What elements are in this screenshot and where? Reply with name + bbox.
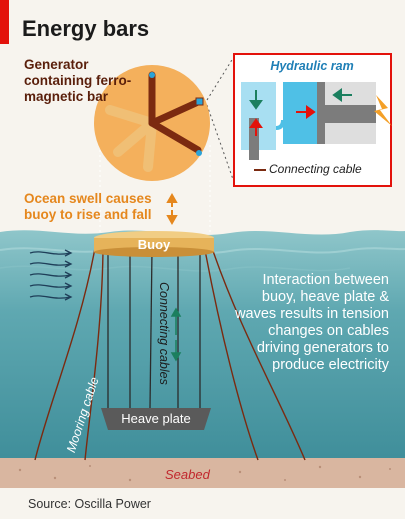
generator-circle	[94, 65, 210, 181]
ocean-wave-line	[0, 265, 351, 272]
inset-guide-lines	[206, 54, 236, 186]
tension-arrows	[170, 307, 182, 362]
connecting-cables	[107, 249, 201, 409]
buoy-label: Buoy	[137, 237, 171, 252]
hydraulic-ram-inset	[233, 53, 392, 187]
heave-plate-label: Heave plate	[121, 411, 191, 426]
guide-lines	[99, 145, 211, 235]
swell-label: Ocean swell causes buoy to rise and fall	[24, 191, 152, 222]
swell-arrows	[166, 192, 178, 226]
buoy	[94, 231, 214, 257]
seabed-speckle	[18, 465, 391, 482]
connecting-cable-label: Connecting cable	[269, 162, 362, 176]
connecting-cables-label: Connecting cables	[157, 282, 171, 385]
wave-arrows	[29, 249, 73, 301]
mooring-cables	[34, 247, 306, 461]
heave-plate	[101, 408, 211, 430]
seabed	[0, 458, 405, 488]
ocean-surface-wave	[0, 247, 405, 254]
generator-label: Generator containing ferro-magnetic bar	[24, 57, 132, 104]
interaction-text: Interaction between buoy, heave plate & …	[235, 272, 389, 373]
hydraulic-ram-label: Hydraulic ram	[270, 59, 354, 73]
seabed-label: Seabed	[165, 467, 210, 482]
brand-red-tab	[0, 0, 9, 44]
page-title: Energy bars	[22, 16, 150, 41]
source-note: Source: Oscilla Power	[28, 497, 151, 511]
